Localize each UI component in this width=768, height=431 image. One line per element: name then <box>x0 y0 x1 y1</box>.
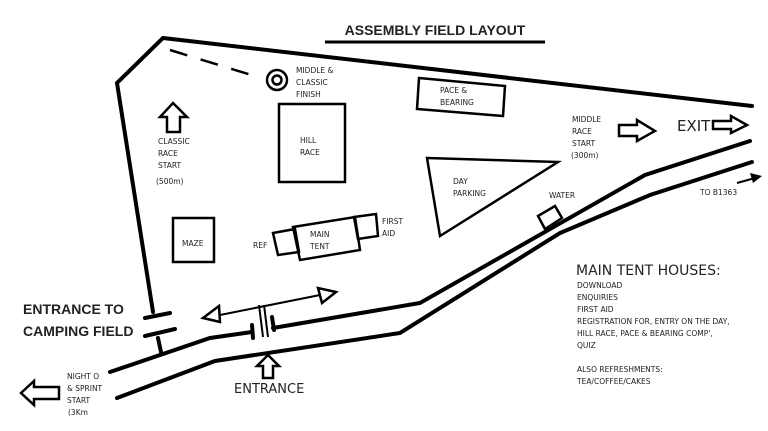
info-item: REGISTRATION FOR, ENTRY ON THE DAY, <box>577 317 730 326</box>
middle-start-label: START <box>572 139 596 148</box>
info-item: ENQUIRIES <box>577 293 618 302</box>
classic-start-label: RACE <box>158 149 178 158</box>
night-start-label: START <box>67 396 91 405</box>
entrance-label: ENTRANCE <box>234 382 304 397</box>
hill-race-label: RACE <box>300 148 320 157</box>
finish-route-dashed <box>169 48 259 79</box>
main-tent <box>291 215 362 262</box>
pace-bearing-label: BEARING <box>440 98 474 107</box>
left-arrow-icon <box>19 378 61 408</box>
middle-start-label: RACE <box>572 127 592 136</box>
middle-start-label: MIDDLE <box>572 115 601 124</box>
camping-entrance-label: ENTRANCE TO <box>23 301 124 317</box>
up-arrow-icon <box>157 101 191 134</box>
entrance-gate <box>258 304 264 338</box>
hill-race-label: HILL <box>300 136 317 145</box>
hill-race-area <box>277 102 347 184</box>
field-boundary <box>114 35 754 314</box>
exit-label: EXIT <box>677 117 711 135</box>
refreshments-heading: ALSO REFRESHMENTS: <box>577 365 663 374</box>
night-start-label: NIGHT O <box>67 372 99 381</box>
first-aid-label: AID <box>382 229 395 238</box>
day-parking-label: PARKING <box>453 189 486 198</box>
road-lower-edge <box>115 160 754 400</box>
classic-start-label: CLASSIC <box>158 137 190 146</box>
first-aid-tent <box>352 212 380 241</box>
map-title: ASSEMBLY FIELD LAYOUT <box>345 22 526 38</box>
classic-start-label: START <box>158 161 182 170</box>
day-parking-area <box>425 156 563 239</box>
road-upper-edge <box>271 139 752 330</box>
camping-gate <box>143 327 177 338</box>
ref-label: REF <box>253 241 267 250</box>
exit-arrow-icon <box>711 113 750 136</box>
day-parking-label: DAY <box>453 177 468 186</box>
classic-start-label: (500m) <box>156 177 184 186</box>
maze-area <box>171 216 216 264</box>
info-item: FIRST AID <box>577 305 614 314</box>
pace-bearing-label: PACE & <box>440 86 467 95</box>
maze-label: MAZE <box>182 239 204 248</box>
info-item: DOWNLOAD <box>577 281 623 290</box>
road-end-tick <box>250 323 255 340</box>
pace-bearing-area <box>415 76 507 118</box>
info-heading: MAIN TENT HOUSES: <box>576 263 721 279</box>
finish-label: CLASSIC <box>296 78 328 87</box>
refreshments-list: TEA/COFFEE/CAKES <box>576 377 651 386</box>
to-road-label: TO B1363 <box>699 188 737 197</box>
road-end-tick <box>270 315 276 332</box>
finish-label: FINISH <box>296 90 321 99</box>
info-item: HILL RACE, PACE & BEARING COMP', <box>577 329 713 338</box>
camping-gate-post <box>156 336 163 354</box>
main-tent-label: MAIN <box>310 230 329 239</box>
night-start-label: & SPRINT <box>67 384 103 393</box>
water-label: WATER <box>549 191 575 200</box>
finish-target-icon <box>265 68 289 92</box>
night-start-label: (3Km <box>68 408 88 417</box>
road-upper-edge-west <box>108 330 254 374</box>
double-arrow-icon <box>200 286 339 324</box>
entrance-gate <box>263 304 269 338</box>
camping-gate <box>143 311 172 320</box>
middle-start-label: (300m) <box>571 151 599 160</box>
finish-label: MIDDLE & <box>296 66 334 75</box>
water-station <box>536 204 564 231</box>
right-arrow-icon <box>617 117 658 144</box>
to-road-arrow-icon <box>736 173 762 184</box>
entrance-arrow-icon <box>253 353 283 380</box>
first-aid-label: FIRST <box>382 217 403 226</box>
main-tent-label: TENT <box>309 242 330 251</box>
camping-entrance-label: CAMPING FIELD <box>23 323 133 339</box>
info-item: QUIZ <box>577 341 596 350</box>
main-tent-info: MAIN TENT HOUSES: DOWNLOAD ENQUIRIES FIR… <box>576 263 730 386</box>
